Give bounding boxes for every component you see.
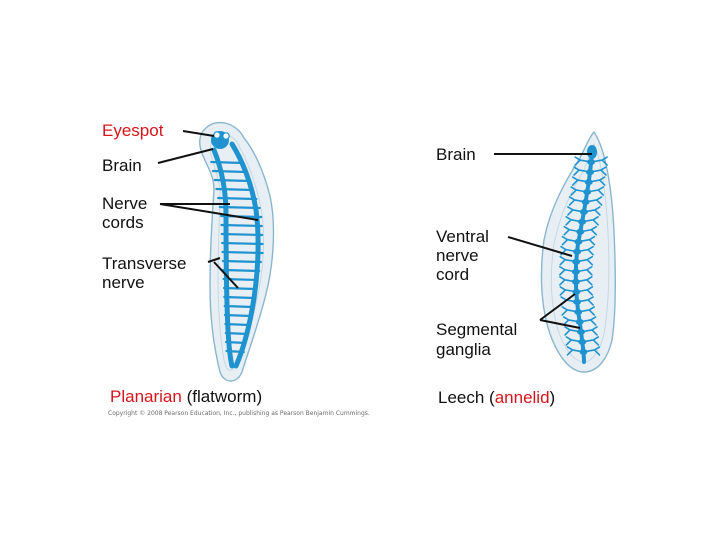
- leech-brain: [587, 145, 597, 159]
- label-segmental-ganglia-line1: Segmental: [436, 320, 518, 339]
- label-brain-leech: Brain: [436, 145, 476, 164]
- leader-line-segmental-ganglia-1: [539, 293, 576, 321]
- label-transverse-nerve-line1: Transverse: [102, 254, 187, 273]
- planarian-illustration: [199, 121, 275, 382]
- transverse-nerve: [222, 286, 257, 291]
- transverse-nerve: [221, 259, 262, 264]
- eyespot-icon: [222, 132, 230, 140]
- leader-line-ventral-nerve-cord: [507, 236, 573, 257]
- label-ventral-nerve-cord-line1: Ventral: [436, 227, 489, 246]
- caption-leech-name: Leech (: [438, 388, 495, 407]
- leader-line-nerve-cords-2: [159, 203, 259, 221]
- label-brain-planarian: Brain: [102, 156, 142, 175]
- caption-planarian-type: (flatworm): [186, 387, 263, 406]
- label-nerve-cords-line1: Nerve: [102, 194, 148, 213]
- leader-line-segmental-ganglia-2: [539, 319, 581, 329]
- caption-leech: Leech (annelid): [438, 388, 555, 407]
- planarian-right-nerve-cord: [229, 141, 261, 369]
- leader-line-transverse-nerve-1: [207, 257, 221, 263]
- leech-ventral-nerve-cord: [573, 150, 594, 364]
- label-transverse-nerve-line2: nerve: [102, 273, 145, 292]
- label-ventral-nerve-cord-line3: cord: [436, 265, 470, 284]
- copyright-notice: Copyright © 2008 Pearson Education, Inc.…: [108, 410, 370, 417]
- label-segmental-ganglia-line2: ganglia: [436, 340, 491, 359]
- transverse-nerve: [211, 169, 248, 174]
- eyespot-icon: [213, 131, 221, 139]
- label-nerve-cords-line2: cords: [102, 213, 144, 232]
- transverse-nerve: [222, 268, 261, 273]
- caption-leech-type: annelid: [494, 388, 550, 407]
- caption-planarian-name: Planarian: [110, 387, 182, 406]
- planarian-left-nerve-cord: [211, 147, 235, 369]
- leech-illustration: [540, 130, 616, 373]
- label-ventral-nerve-cord-line2: nerve: [436, 246, 479, 265]
- label-eyespot: Eyespot: [102, 121, 164, 140]
- transverse-nerve: [213, 178, 252, 183]
- leader-line-brain-planarian: [157, 148, 214, 164]
- caption-leech-close: ): [549, 388, 556, 407]
- caption-planarian: Planarian (flatworm): [110, 387, 262, 406]
- leader-line-transverse-nerve-2: [213, 261, 239, 289]
- leader-line-eyespot: [182, 130, 215, 137]
